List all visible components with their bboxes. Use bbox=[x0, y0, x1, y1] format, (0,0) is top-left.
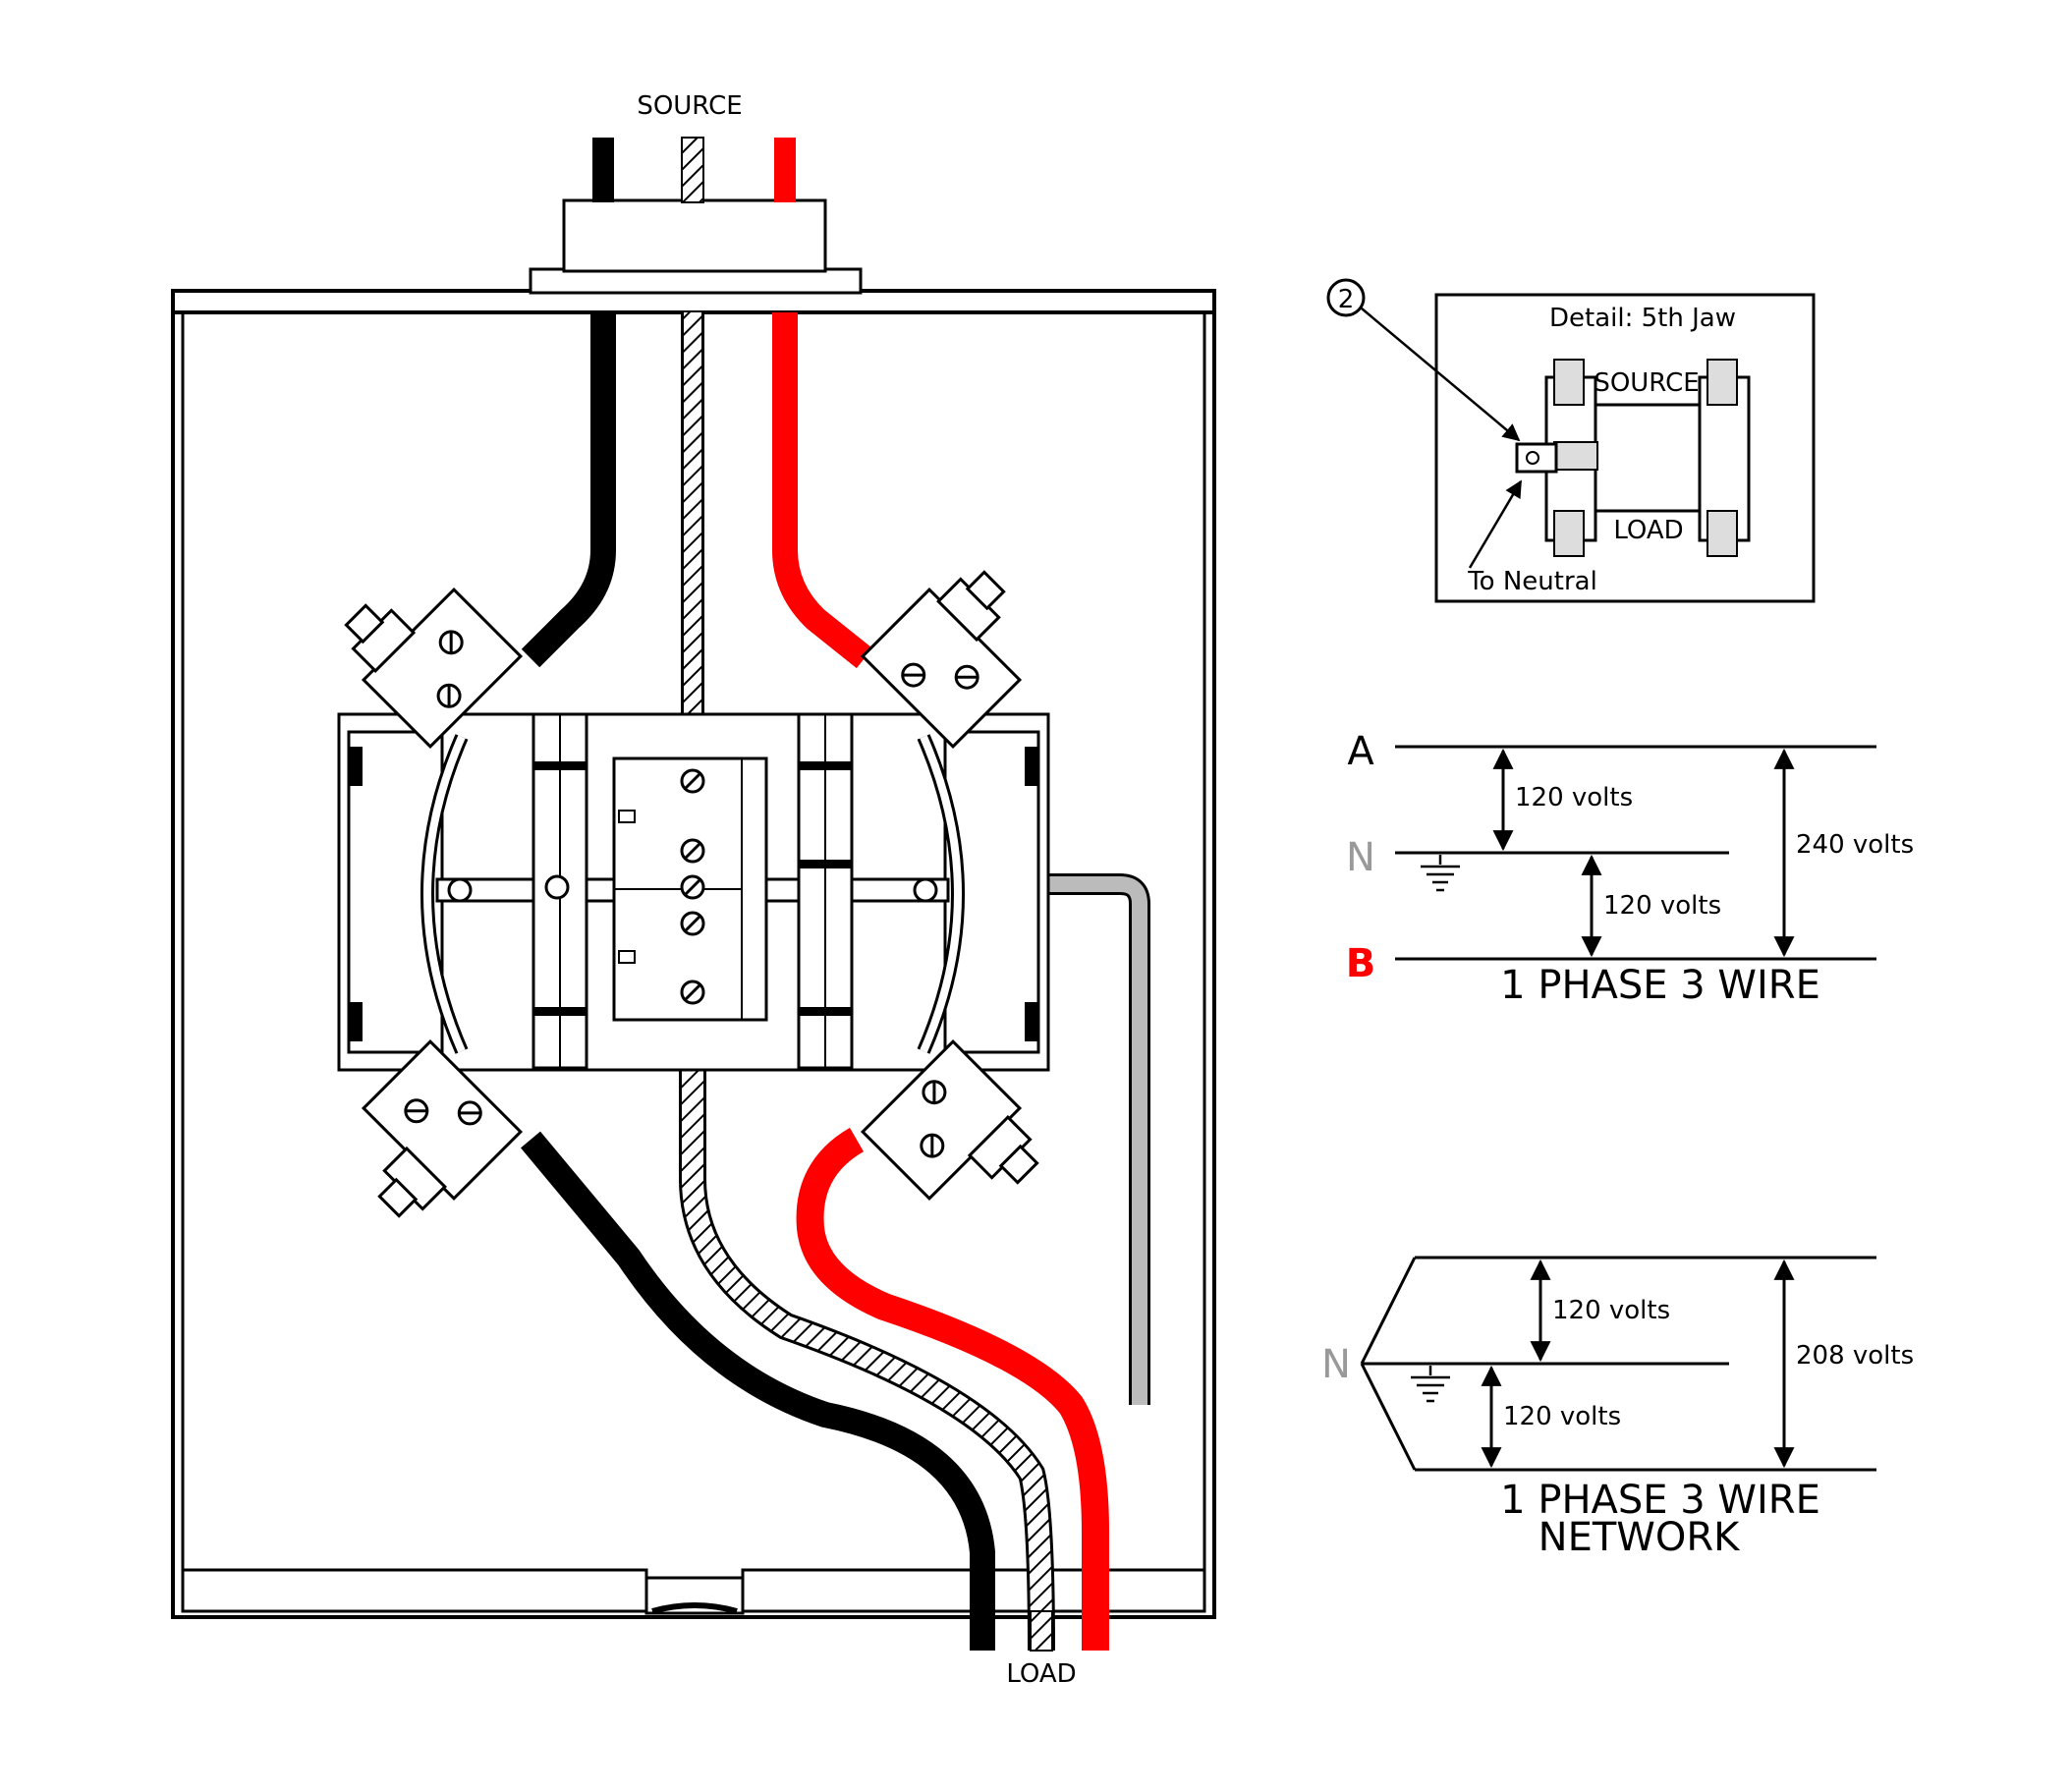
load-label: LOAD bbox=[1006, 1659, 1076, 1689]
meter-jaw-block bbox=[337, 712, 1050, 1072]
network-lower-voltage-label: 120 volts bbox=[1503, 1402, 1621, 1431]
network-n-label: N bbox=[1321, 1342, 1351, 1387]
total-voltage-label: 240 volts bbox=[1796, 830, 1914, 860]
phase-diagram-2: N 120 volts 120 volts 208 volts 1 PHASE … bbox=[1321, 1256, 1914, 1560]
line-a-label: A bbox=[1347, 729, 1374, 774]
phase-diagram-1: A N B 120 volts 120 volts 240 volts 1 PH… bbox=[1346, 729, 1914, 1008]
source-label: SOURCE bbox=[637, 91, 742, 121]
source-wires bbox=[592, 137, 796, 203]
load-wires bbox=[521, 1012, 1109, 1652]
detail-neutral-label: To Neutral bbox=[1467, 567, 1597, 596]
diagram-2-title-line1: 1 PHASE 3 WIRE bbox=[1500, 1478, 1820, 1523]
detail-5th-jaw: Detail: 5th Jaw SOURCE LOAD To Neutral bbox=[1434, 293, 1816, 603]
ground-symbol bbox=[1421, 855, 1460, 892]
line-b-label: B bbox=[1346, 941, 1376, 986]
network-upper-voltage-label: 120 volts bbox=[1552, 1296, 1670, 1325]
detail-load-label: LOAD bbox=[1613, 516, 1683, 545]
ground-symbol-2 bbox=[1411, 1366, 1450, 1403]
load-wire-stubs bbox=[972, 1610, 1106, 1652]
lower-voltage-label: 120 volts bbox=[1603, 891, 1721, 921]
upper-voltage-label: 120 volts bbox=[1515, 783, 1633, 812]
diagram-1-title: 1 PHASE 3 WIRE bbox=[1500, 963, 1820, 1008]
line-n-label: N bbox=[1346, 835, 1375, 880]
callout-2: 2 bbox=[1326, 278, 1521, 442]
detail-title: Detail: 5th Jaw bbox=[1549, 304, 1736, 333]
line-wires-top bbox=[521, 312, 873, 756]
diagram-2-title-line2: NETWORK bbox=[1539, 1515, 1741, 1560]
svg-text:2: 2 bbox=[1338, 285, 1355, 314]
network-total-voltage-label: 208 volts bbox=[1796, 1341, 1914, 1371]
detail-source-label: SOURCE bbox=[1594, 368, 1699, 398]
